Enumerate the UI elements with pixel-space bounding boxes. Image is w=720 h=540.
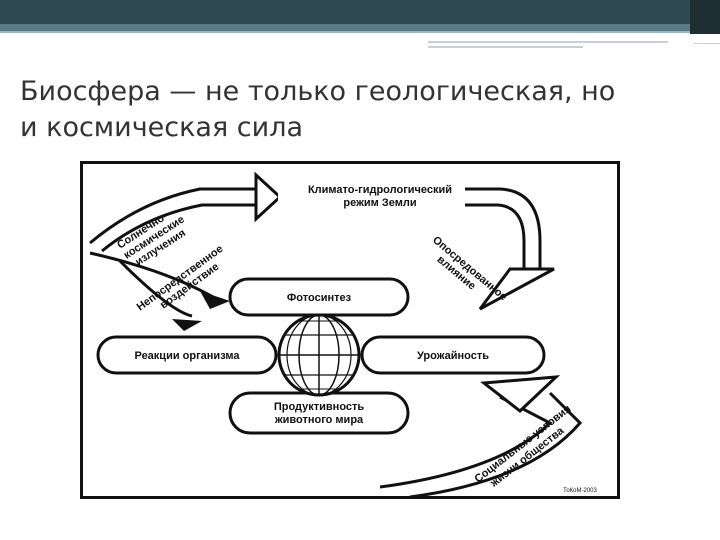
slide-title-line-1: Биосфера — не только геологическая, но xyxy=(20,74,680,110)
productivity-label-1: Продуктивность xyxy=(274,401,365,413)
photosynthesis-label: Фотосинтез xyxy=(287,292,352,304)
slide-title-line-2: и космическая сила xyxy=(20,110,680,146)
organism-reactions-label: Реакции организма xyxy=(135,350,241,362)
decorative-line xyxy=(694,43,720,44)
globe-icon xyxy=(279,315,359,395)
diagram-canvas: Климато-гидрологический режим Земли Солн… xyxy=(80,161,620,499)
slide-title: Биосфера — не только геологическая, но и… xyxy=(20,74,680,146)
climate-label-2: режим Земли xyxy=(343,197,416,209)
watermark: ТоКоМ-2003 xyxy=(563,488,597,494)
biosphere-diagram: Климато-гидрологический режим Земли Солн… xyxy=(80,161,620,499)
header-corner-block xyxy=(690,0,720,34)
decorative-line xyxy=(428,46,583,48)
productivity-pill xyxy=(230,393,408,433)
yield-label: Урожайность xyxy=(417,350,489,362)
header-light-line xyxy=(0,31,720,33)
decorative-line xyxy=(428,41,668,43)
climate-label-1: Климато-гидрологический xyxy=(308,184,452,196)
productivity-label-2: животного мира xyxy=(274,414,364,426)
